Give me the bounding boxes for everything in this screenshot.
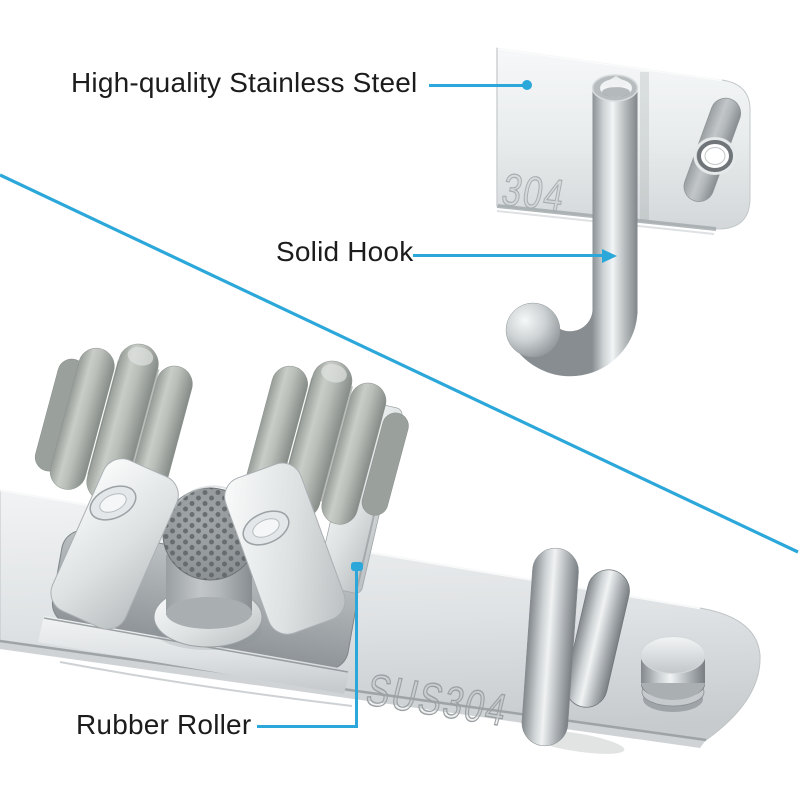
screw-cap <box>640 636 706 712</box>
label-solid-hook: Solid Hook <box>276 236 414 267</box>
bottom-view: SUS304 <box>0 343 761 754</box>
hook-ball-tip <box>505 302 561 358</box>
rivet-left <box>89 485 137 521</box>
engraving-304: 304 <box>498 165 570 221</box>
rivet-right <box>242 510 290 546</box>
clamp-arm-right <box>224 462 346 635</box>
callout-line-rubber-roller-v <box>355 566 358 728</box>
top-view: 304 <box>496 46 751 377</box>
rail-cutout-lip <box>38 616 350 694</box>
label-rubber-roller: Rubber Roller <box>76 709 252 740</box>
callout-arrow-solid-hook <box>602 248 617 263</box>
callout-line-solid-hook <box>413 254 604 257</box>
label-stainless-steel: High-quality Stainless Steel <box>71 67 418 98</box>
rail-mounting-hole <box>693 137 737 175</box>
rubber-roller-left <box>34 343 193 508</box>
stamped-hook <box>521 547 630 747</box>
callout-dot-stainless <box>522 80 532 90</box>
hook-tube-opening <box>591 74 639 102</box>
callout-line-stainless <box>429 84 526 87</box>
wall-hook <box>505 74 639 377</box>
divider-line <box>0 173 799 554</box>
callout-line-rubber-roller-h <box>257 725 358 728</box>
callout-tick-rubber-roller <box>351 562 363 571</box>
clamp-arm-left <box>50 458 179 630</box>
